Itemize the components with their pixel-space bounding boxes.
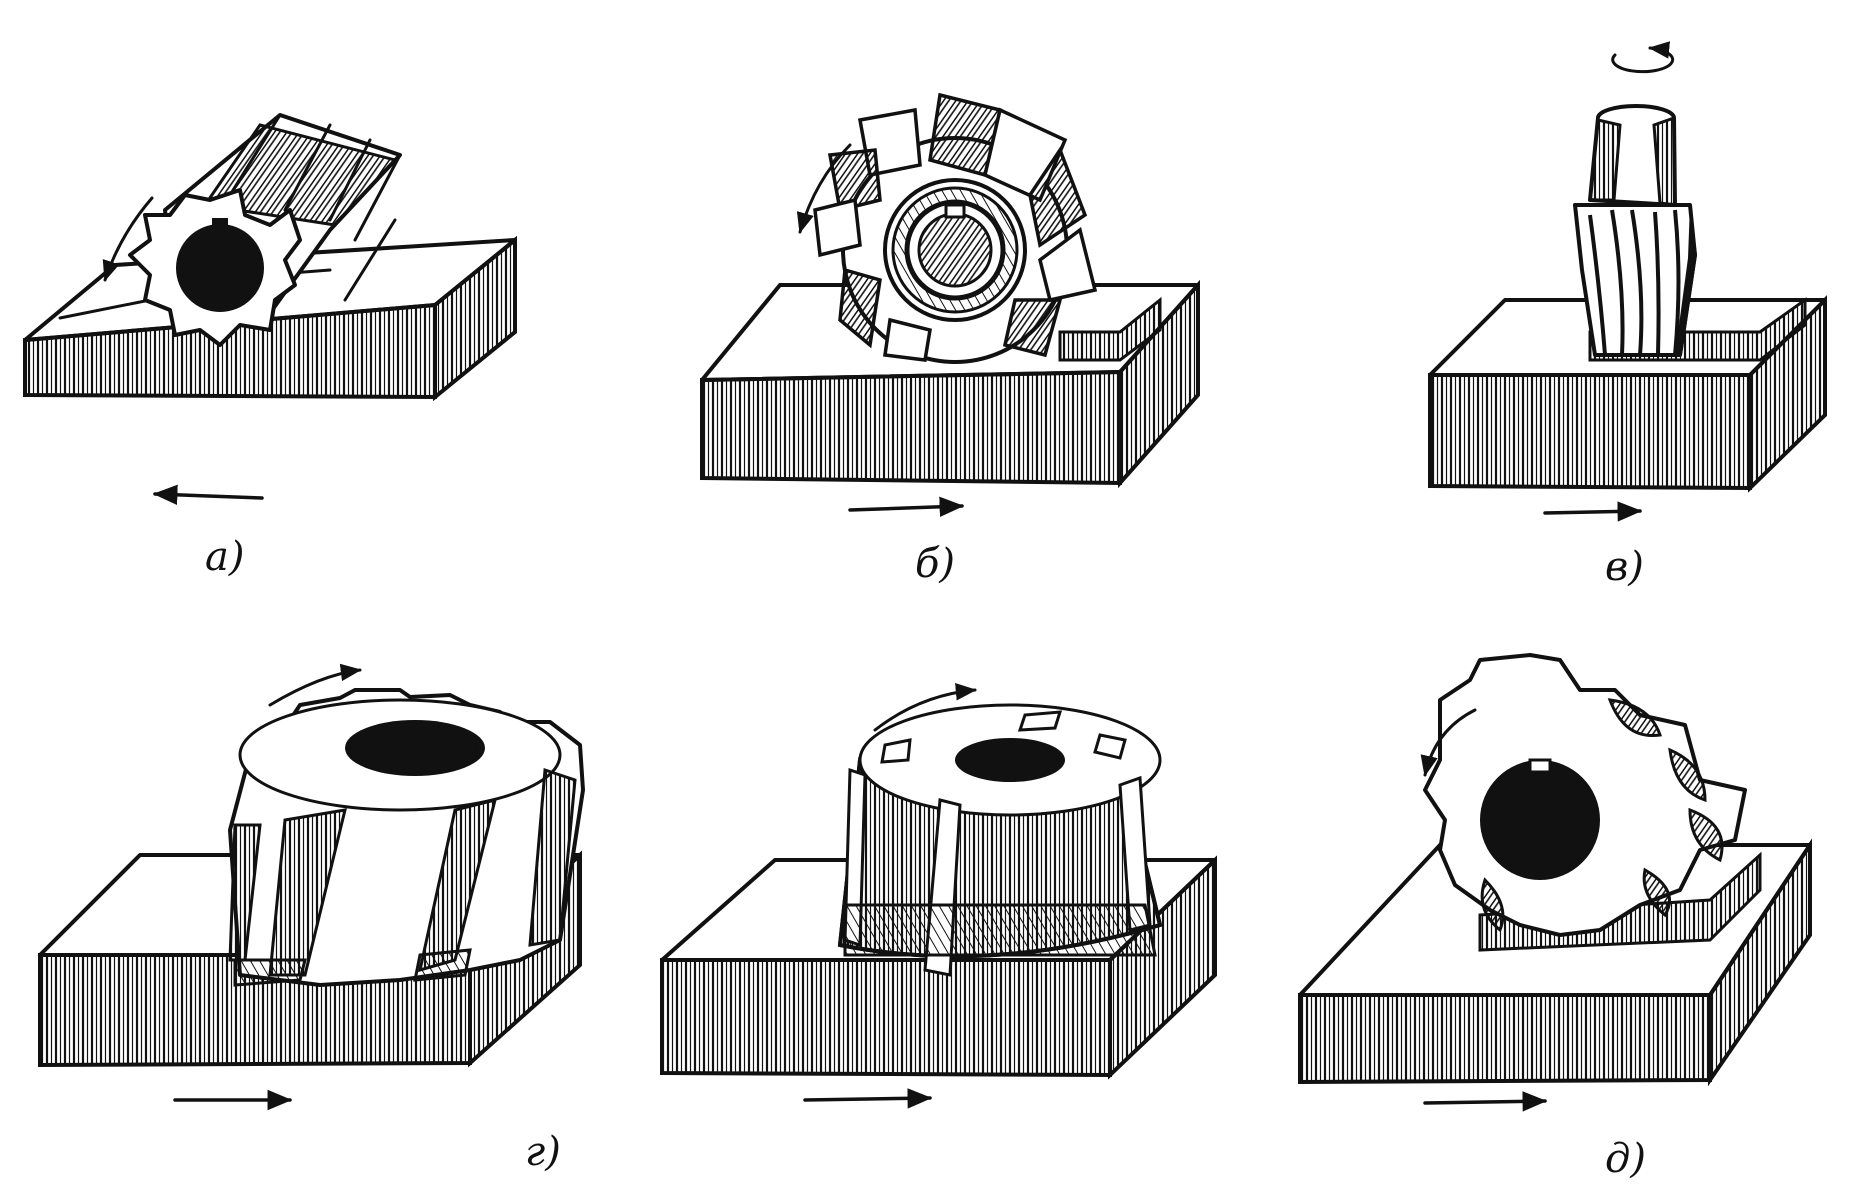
- caption-a: а): [205, 534, 244, 580]
- feed-arrow-v: [1543, 501, 1643, 522]
- rotation-arrow-g: [268, 663, 362, 707]
- rotation-arrow-d: [1420, 708, 1477, 777]
- figure-d: д): [1298, 653, 1812, 1182]
- rotation-arrow-d1: [873, 683, 977, 732]
- feed-arrow-d1: [803, 1088, 933, 1109]
- figure-d1: [660, 683, 1217, 1109]
- caption-d: д): [1605, 1136, 1646, 1182]
- form-cutter: [1423, 653, 1747, 937]
- end-mill: [1573, 104, 1697, 357]
- caption-b: б): [915, 541, 955, 587]
- helical-face-cutter: [228, 688, 585, 987]
- rotation-arrow-v: [1611, 41, 1675, 74]
- figure-b: б): [700, 92, 1200, 587]
- caption-v: в): [1605, 544, 1644, 590]
- inserted-blade-disk-cutter: [813, 92, 1098, 364]
- figure-a: а): [23, 113, 517, 580]
- inserted-blade-face-cutter: [837, 703, 1163, 977]
- feed-arrow-a: [152, 484, 264, 506]
- cylindrical-cutter: [128, 113, 402, 347]
- rotation-arrow-b: [796, 143, 852, 234]
- figure-g: г): [38, 663, 585, 1175]
- rotation-arrow-a: [102, 196, 154, 282]
- feed-arrow-b: [848, 496, 965, 518]
- figure-v: в): [1428, 41, 1827, 590]
- feed-arrow-d: [1423, 1091, 1548, 1112]
- caption-g: г): [525, 1129, 561, 1175]
